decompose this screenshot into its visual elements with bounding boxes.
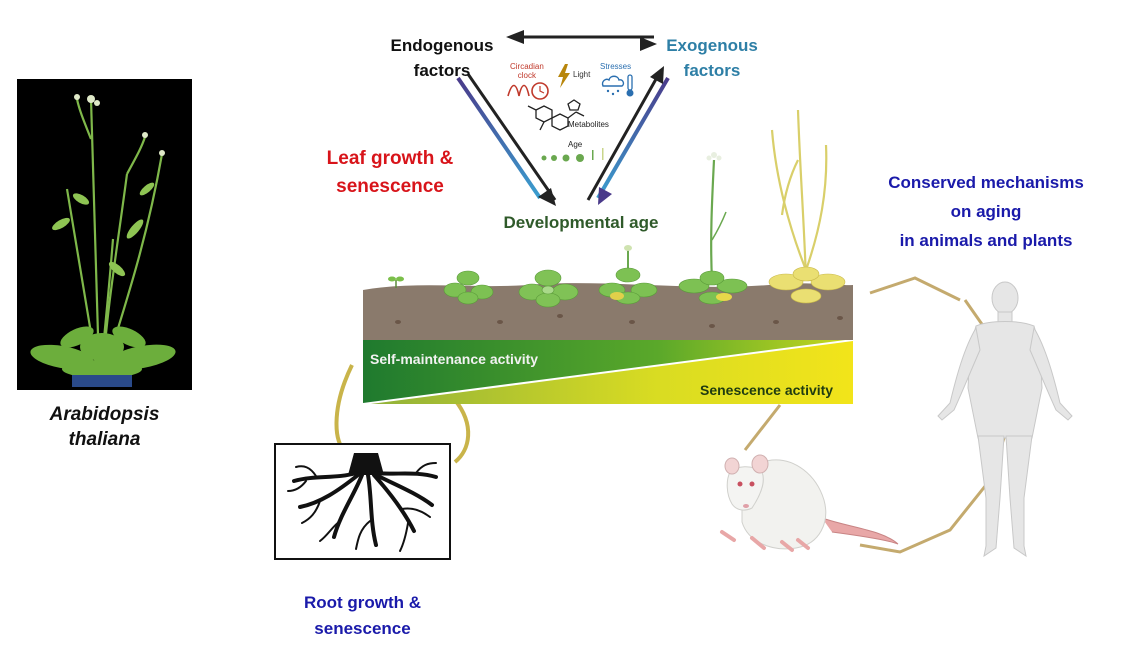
exogenous-line1: Exogenous: [666, 36, 758, 55]
conserved-mechanisms-label: Conserved mechanisms on aging in animals…: [864, 168, 1108, 255]
species-name: Arabidopsis thaliana: [22, 402, 187, 452]
conserved-line1: Conserved mechanisms: [888, 173, 1084, 192]
circadian-line2: clock: [517, 71, 537, 80]
lightning-icon: [558, 64, 570, 88]
root-growth-label: Root growth & senescence: [270, 590, 455, 642]
root-illustration-box: [274, 443, 451, 560]
endogenous-factors-label: Endogenous factors: [378, 33, 506, 83]
left-double-arrow: [456, 73, 557, 206]
species-genus: Arabidopsis: [49, 404, 160, 425]
developmental-age-label: Developmental age: [503, 213, 659, 232]
conserved-line3: in animals and plants: [899, 231, 1073, 250]
rat-tail: [821, 517, 899, 545]
activity-gradient-bar: [363, 340, 853, 404]
root-ring-right: [453, 398, 471, 464]
exogenous-line2: factors: [683, 61, 741, 80]
human-figure-icon: [937, 281, 1073, 558]
species-epithet: thaliana: [68, 429, 141, 450]
soil-pebbles: [395, 314, 843, 328]
root-system-icon: [287, 453, 438, 552]
animal-ring-left: [743, 404, 782, 451]
light-label: Light: [573, 70, 591, 79]
root-growth-line1: Root growth &: [303, 593, 422, 612]
arabidopsis-photo: [17, 79, 192, 390]
circadian-wave-icon: [507, 82, 549, 100]
metabolites-label: Metabolites: [568, 120, 609, 129]
metabolite-molecule-icon: [527, 99, 585, 131]
top-double-arrow: [506, 30, 657, 51]
right-double-arrow: [586, 66, 670, 205]
seedling: [388, 276, 404, 288]
rosette-young: [443, 270, 494, 305]
age-label: Age: [568, 140, 583, 149]
animal-ring-top: [869, 276, 961, 302]
conserved-line2: on aging: [950, 202, 1022, 221]
stresses-label: Stresses: [600, 62, 632, 71]
endogenous-line2: factors: [413, 61, 471, 80]
endogenous-line1: Endogenous: [390, 36, 494, 55]
plant-senescent: [768, 109, 846, 304]
root-growth-line2: senescence: [314, 619, 411, 638]
age-seedlings-icon: [541, 148, 604, 162]
exogenous-factors-label: Exogenous factors: [658, 33, 766, 83]
rosette-mature: [518, 269, 579, 308]
rat-icon: [720, 454, 899, 552]
rosette-bolting: [598, 245, 658, 305]
leaf-growth-line1: Leaf growth &: [326, 148, 454, 169]
circadian-clock-label: Circadian clock: [510, 62, 544, 80]
self-maintenance-label: Self-maintenance activity: [370, 351, 539, 367]
arabidopsis-plant-illustration: [17, 79, 192, 390]
stress-weather-icon: [601, 74, 634, 97]
leaf-growth-label: Leaf growth & senescence: [300, 145, 480, 201]
senescence-activity-label: Senescence activity: [700, 382, 834, 398]
plant-flowering: [678, 152, 748, 305]
leaf-growth-line2: senescence: [336, 176, 444, 197]
circadian-line1: Circadian: [510, 62, 544, 71]
